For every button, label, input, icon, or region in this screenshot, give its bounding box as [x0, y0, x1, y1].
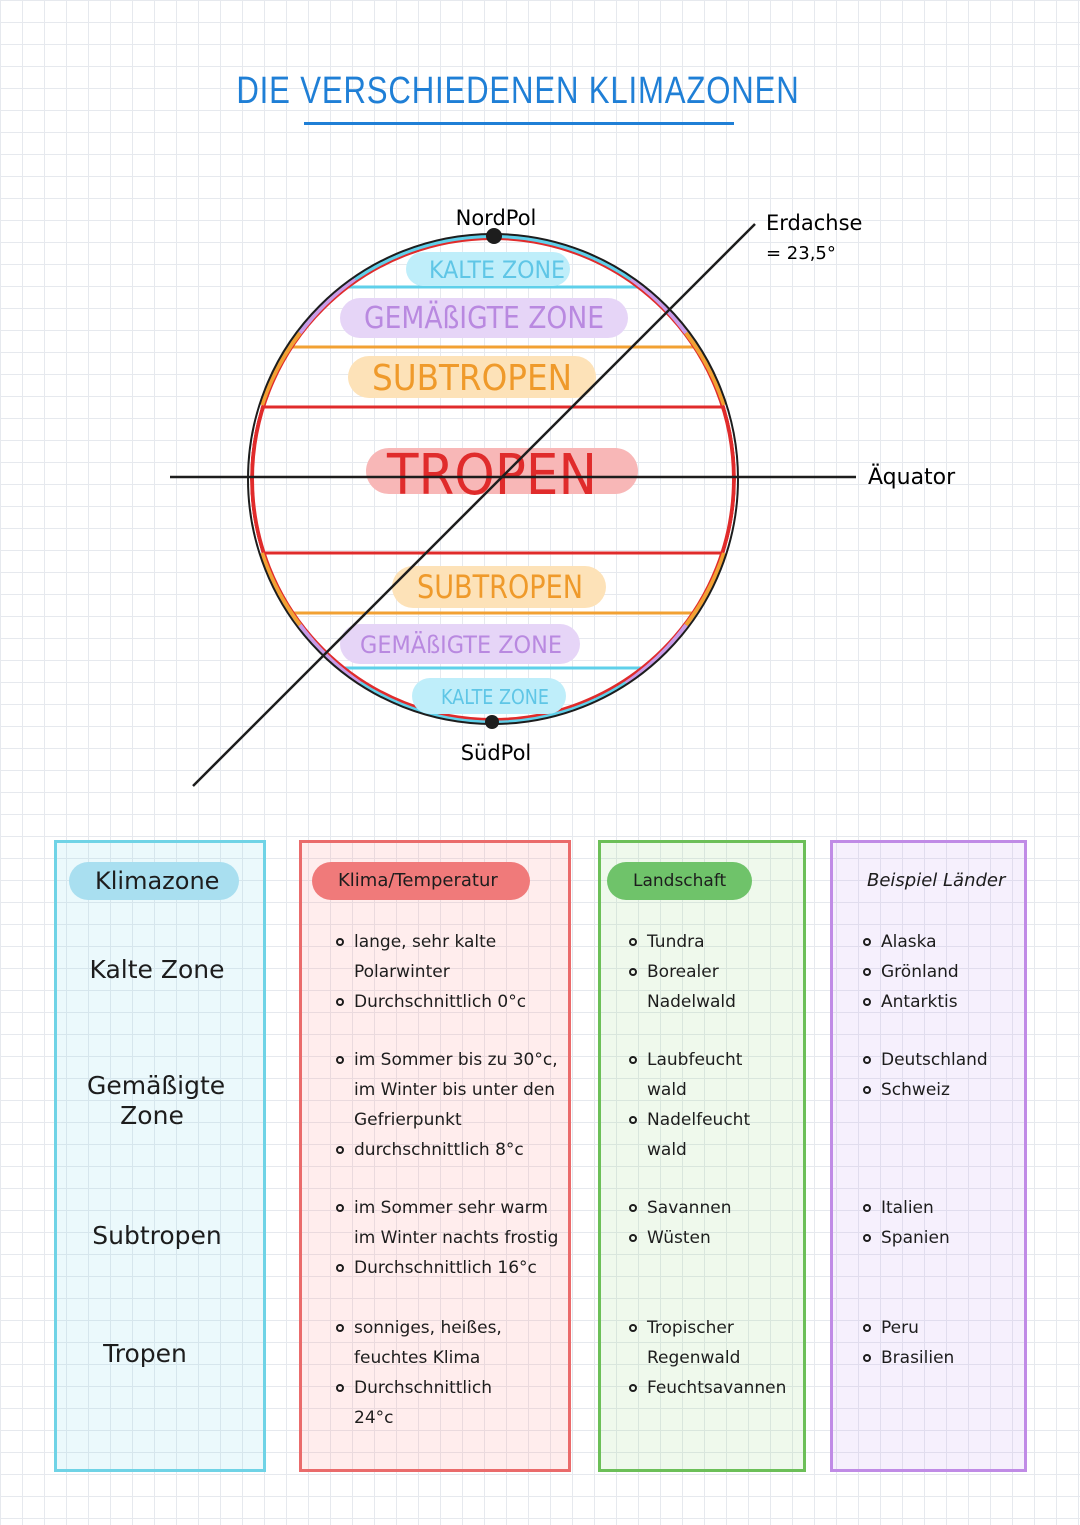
list-item: Feuchtsavannen — [629, 1373, 799, 1403]
north-pole-label: NordPol — [456, 206, 537, 230]
examples-list-subtropics: Italien Spanien — [863, 1193, 1013, 1253]
landscape-list-cold: Tundra Borealer Nadelwald — [629, 927, 769, 1017]
list-item: sonniges, heißes, feuchtes Klima — [336, 1313, 536, 1373]
zone-name-subtropics: Subtropen — [92, 1221, 222, 1250]
label-subtropics-south: SUBTROPEN — [417, 568, 583, 606]
list-item: Savannen — [629, 1193, 779, 1223]
pill-temperate-south — [340, 624, 580, 664]
south-pole-dot — [485, 715, 499, 729]
pill-cold-north — [406, 252, 570, 286]
outline-subtropics-south-left — [260, 552, 302, 627]
list-item: Wüsten — [629, 1223, 779, 1253]
outline-subtropics-south-right — [684, 552, 726, 627]
list-item: lange, sehr kalte Polarwinter — [336, 927, 536, 987]
zone-name-tropics: Tropen — [103, 1339, 187, 1368]
zone-name-temperate: Gemäßigte Zone — [87, 1071, 226, 1130]
list-item: Durchschnittlich 16°c — [336, 1253, 561, 1283]
outline-temperate-south-right — [624, 623, 688, 685]
climate-zone-globe-diagram: KALTE ZONE GEMÄßIGTE ZONE SUBTROPEN TROP… — [170, 206, 956, 787]
landscape-list-tropics: Tropischer Regenwald Feuchtsavannen — [629, 1313, 799, 1403]
outline-subtropics-north-right — [684, 331, 726, 406]
header-climate-zone: Klimazone — [69, 862, 239, 900]
list-item: durchschnittlich 8°c — [336, 1135, 561, 1165]
pill-subtropics-north — [348, 356, 596, 398]
climate-list-subtropics: im Sommer sehr warm im Winter nachts fro… — [336, 1193, 561, 1283]
column-example-countries: Beispiel Länder Alaska Grönland Antarkti… — [830, 840, 1027, 1472]
list-item: im Sommer sehr warm im Winter nachts fro… — [336, 1193, 561, 1253]
column-climate-temperature: Klima/Temperatur lange, sehr kalte Polar… — [299, 840, 571, 1472]
header-landscape: Landschaft — [607, 862, 752, 900]
list-item: Deutschland — [863, 1045, 1013, 1075]
list-item: Tundra — [629, 927, 769, 957]
outline-subtropics-north-left — [260, 331, 302, 406]
label-temperate-north: GEMÄßIGTE ZONE — [364, 300, 604, 336]
climate-list-temperate: im Sommer bis zu 30°c, im Winter bis unt… — [336, 1045, 561, 1165]
list-item: Laubfeucht wald — [629, 1045, 749, 1105]
earth-axis-line — [192, 223, 756, 787]
list-item: Brasilien — [863, 1343, 1013, 1373]
list-item: Nadelfeucht wald — [629, 1105, 750, 1165]
examples-list-cold: Alaska Grönland Antarktis — [863, 927, 1013, 1017]
label-subtropics-north: SUBTROPEN — [372, 358, 572, 399]
outline-temperate-north-left — [298, 277, 357, 335]
axis-label: Erdachse — [766, 211, 862, 235]
label-cold-south: KALTE ZONE — [441, 685, 549, 709]
north-pole-dot — [486, 228, 502, 244]
outline-temperate-south-left — [298, 623, 362, 685]
label-cold-north: KALTE ZONE — [429, 256, 565, 284]
landscape-list-subtropics: Savannen Wüsten — [629, 1193, 779, 1253]
title-underline — [304, 122, 734, 125]
examples-list-tropics: Peru Brasilien — [863, 1313, 1013, 1373]
equator-label: Äquator — [868, 464, 956, 490]
pill-temperate-north — [340, 298, 628, 338]
column-climate-zone: Klimazone Kalte Zone Gemäßigte Zone Subt… — [54, 840, 266, 1472]
list-item: Italien — [863, 1193, 1013, 1223]
list-item: Spanien — [863, 1223, 1013, 1253]
south-pole-label: SüdPol — [461, 741, 532, 765]
column-landscape: Landschaft Tundra Borealer Nadelwald Lau… — [598, 840, 806, 1472]
header-climate-temperature: Klima/Temperatur — [312, 862, 530, 900]
zone-name-cold: Kalte Zone — [89, 955, 225, 984]
list-item: Borealer Nadelwald — [629, 957, 769, 1017]
list-item: Durchschnittlich 24°c — [336, 1373, 536, 1433]
outline-temperate-north-right — [629, 277, 688, 335]
list-item: Schweiz — [863, 1075, 1013, 1105]
list-item: Antarktis — [863, 987, 1013, 1017]
climate-list-tropics: sonniges, heißes, feuchtes Klima Durchsc… — [336, 1313, 536, 1433]
page-title: DIE VERSCHIEDENEN KLIMAZONEN — [236, 70, 800, 112]
label-temperate-south: GEMÄßIGTE ZONE — [360, 630, 562, 659]
pill-tropics — [366, 448, 638, 494]
examples-list-temperate: Deutschland Schweiz — [863, 1045, 1013, 1105]
list-item: Alaska — [863, 927, 1013, 957]
list-item: Durchschnittlich 0°c — [336, 987, 536, 1017]
list-item: Grönland — [863, 957, 1013, 987]
list-item: Peru — [863, 1313, 1013, 1343]
landscape-list-temperate: Laubfeucht wald Nadelfeucht wald — [629, 1045, 750, 1165]
axis-angle-label: = 23,5° — [766, 243, 836, 264]
label-tropics: TROPEN — [386, 443, 597, 508]
header-example-countries: Beispiel Länder — [867, 870, 1006, 891]
pill-subtropics-south — [392, 566, 606, 608]
list-item: im Sommer bis zu 30°c, im Winter bis unt… — [336, 1045, 561, 1135]
climate-list-cold: lange, sehr kalte Polarwinter Durchschni… — [336, 927, 536, 1017]
list-item: Tropischer Regenwald — [629, 1313, 799, 1373]
pill-cold-south — [412, 678, 566, 714]
